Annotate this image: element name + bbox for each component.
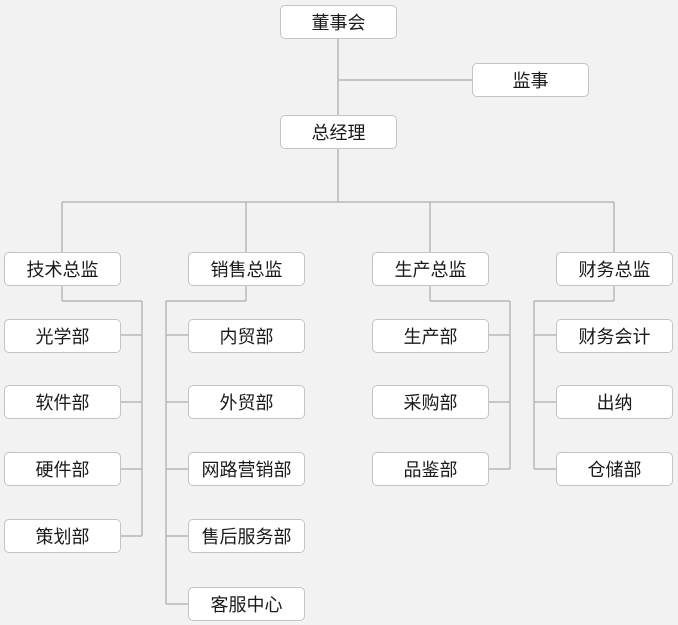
dept-node: 售后服务部 — [188, 519, 305, 553]
dept-node: 策划部 — [4, 519, 121, 553]
general-manager-node: 总经理 — [280, 115, 397, 149]
supervisor-node: 监事 — [472, 63, 589, 97]
production-director-node: 生产总监 — [372, 252, 489, 286]
tech-director-node: 技术总监 — [4, 252, 121, 286]
dept-node: 客服中心 — [188, 587, 305, 621]
dept-node: 外贸部 — [188, 385, 305, 419]
dept-node: 财务会计 — [556, 319, 673, 353]
finance-director-node: 财务总监 — [556, 252, 673, 286]
dept-node: 采购部 — [372, 385, 489, 419]
dept-node: 出纳 — [556, 385, 673, 419]
board-node: 董事会 — [280, 5, 397, 39]
sales-director-node: 销售总监 — [188, 252, 305, 286]
dept-node: 品鉴部 — [372, 452, 489, 486]
dept-node: 内贸部 — [188, 319, 305, 353]
dept-node: 硬件部 — [4, 452, 121, 486]
dept-node: 生产部 — [372, 319, 489, 353]
dept-node: 网路营销部 — [188, 452, 305, 486]
dept-node: 软件部 — [4, 385, 121, 419]
dept-node: 光学部 — [4, 319, 121, 353]
dept-node: 仓储部 — [556, 452, 673, 486]
